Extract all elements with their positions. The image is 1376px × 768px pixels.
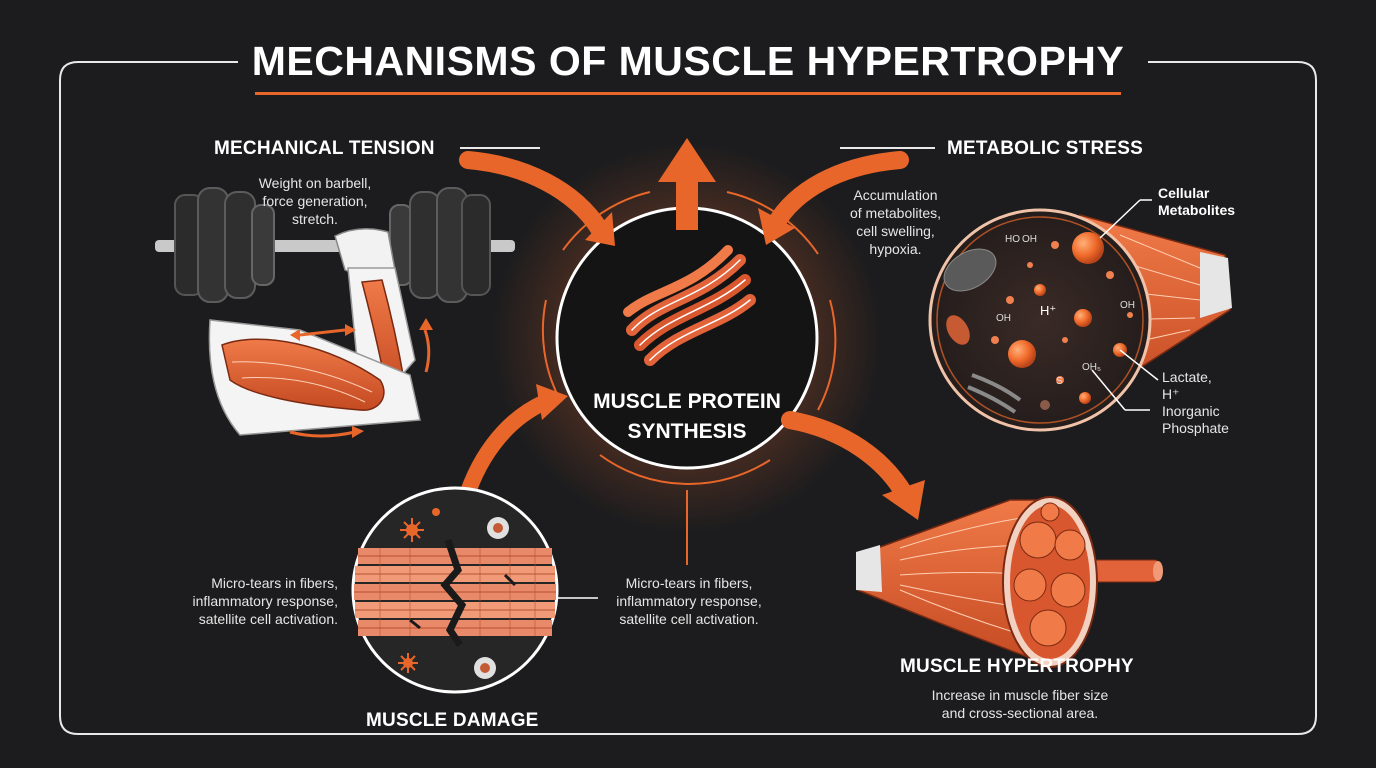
stress-arrow: [758, 151, 909, 245]
torn-fibers-icon: [351, 486, 598, 694]
muscle-cross-section-icon: [856, 496, 1163, 668]
muscle-damage-heading: MUSCLE DAMAGE: [366, 710, 539, 731]
desc-line: Accumulation: [853, 187, 938, 203]
hypertrophy-arrow: [781, 411, 925, 520]
desc-line: stretch.: [292, 211, 338, 227]
cellular-metabolites-callout: Cellular Metabolites: [1158, 185, 1235, 219]
desc-line: cell swelling,: [856, 223, 935, 239]
center-label-line2: SYNTHESIS: [627, 420, 747, 443]
desc-line: force generation,: [262, 193, 368, 209]
outer-frame: [59, 61, 1317, 735]
damage-desc-right: Micro-tears in fibers, inflammatory resp…: [605, 574, 773, 628]
muscle-fiber-bundle-icon: [623, 245, 756, 366]
desc-line: Micro-tears in fibers,: [211, 575, 338, 591]
metabolic-stress-heading: METABOLIC STRESS: [947, 138, 1144, 159]
center-label: MUSCLE PROTEIN SYNTHESIS: [567, 387, 807, 447]
upward-arrow: [658, 138, 716, 230]
desc-line: of metabolites,: [849, 205, 942, 221]
desc-line: Micro-tears in fibers,: [625, 575, 753, 591]
center-label-line1: MUSCLE PROTEIN: [593, 390, 781, 413]
page-title: MECHANISMS OF MUSCLE HYPERTROPHY: [251, 38, 1125, 84]
tension-arrow: [459, 151, 615, 246]
mechanical-tension-heading: MECHANICAL TENSION: [214, 138, 435, 159]
sulfur-label: S: [1056, 376, 1063, 387]
ho-label: HO: [1005, 234, 1020, 245]
metabolic-stress-desc: Accumulation of metabolites, cell swelli…: [838, 186, 953, 258]
callout-line: Cellular: [1158, 185, 1210, 201]
desc-line: and cross-sectional area.: [941, 705, 1099, 721]
desc-line: hypoxia.: [869, 241, 922, 257]
callout-line: H⁺: [1162, 386, 1180, 402]
hypertrophy-desc: Increase in muscle fiber size and cross-…: [905, 686, 1135, 722]
desc-line: Increase in muscle fiber size: [931, 687, 1109, 703]
h-ion-label: H⁺: [1040, 303, 1057, 318]
callout-line: Metabolites: [1158, 202, 1236, 218]
damage-desc-left: Micro-tears in fibers, inflammatory resp…: [170, 574, 338, 628]
callout-line: Phosphate: [1162, 420, 1229, 436]
mechanical-tension-desc: Weight on barbell, force generation, str…: [250, 174, 380, 228]
desc-line: satellite cell activation.: [198, 611, 338, 627]
acid-label: OH: [996, 313, 1011, 324]
callout-line: Lactate,: [1162, 369, 1212, 385]
title-underline: [255, 92, 1121, 95]
oh-s-label: OH₅: [1082, 362, 1102, 373]
desc-line: Weight on barbell,: [258, 175, 372, 191]
muscle-hypertrophy-heading: MUSCLE HYPERTROPHY: [900, 656, 1134, 677]
desc-line: inflammatory response,: [616, 593, 762, 609]
barbell-arm-icon: [155, 187, 515, 438]
cell-metabolites-icon: [928, 199, 1232, 432]
lactate-callout: Lactate, H⁺ Inorganic Phosphate: [1162, 369, 1229, 437]
desc-line: inflammatory response,: [192, 593, 338, 609]
callout-line: Inorganic: [1162, 403, 1220, 419]
acid-label: OH: [1022, 234, 1037, 245]
acid-label: OH: [1120, 300, 1135, 311]
desc-line: satellite cell activation.: [619, 611, 759, 627]
